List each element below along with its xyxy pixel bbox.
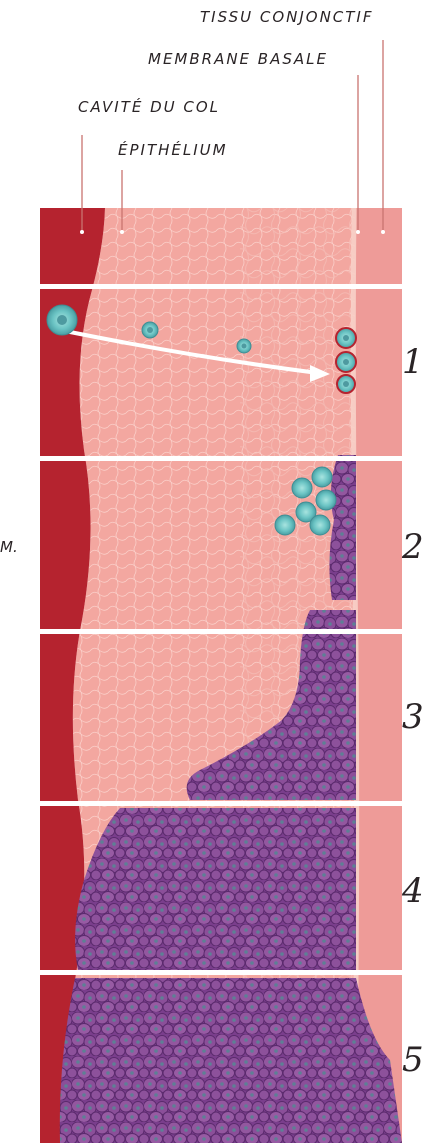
cavity-cell	[47, 305, 77, 335]
stage-number-1: 1	[402, 342, 424, 382]
stage-divider	[40, 456, 402, 461]
cut-off-text: M.	[0, 538, 18, 556]
stage-5-cancer-mass	[60, 978, 402, 1143]
stage-2-cancer-cells	[329, 455, 356, 600]
basement-membrane-label: MEMBRANE BASALE	[148, 50, 328, 68]
stage-divider	[40, 284, 402, 289]
stage-divider	[40, 629, 402, 634]
stage-number-5: 5	[402, 1040, 424, 1080]
stage-4-cancer-mass	[75, 808, 356, 970]
cervix-cavity-label: CAVITÉ DU COL	[78, 98, 220, 116]
stage-number-3: 3	[402, 697, 424, 737]
stage-number-2: 2	[402, 527, 424, 567]
stage-divider	[40, 970, 402, 975]
connective-tissue-label: TISSU CONJONCTIF	[200, 8, 373, 26]
stage-number-4: 4	[402, 871, 424, 911]
epithelium-label: ÉPITHÉLIUM	[118, 141, 228, 159]
stage-divider	[40, 801, 402, 806]
